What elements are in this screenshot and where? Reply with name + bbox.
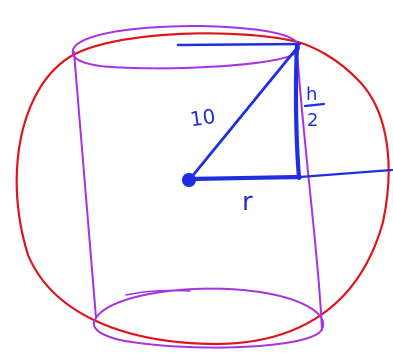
horizontal-extension-line	[298, 168, 393, 179]
half-height-line	[293, 43, 302, 181]
top-horizontal-line	[176, 42, 302, 47]
radius-line	[187, 174, 303, 182]
fraction-bar	[303, 102, 326, 108]
construction-lines	[176, 42, 393, 182]
half-height-numerator: h	[306, 84, 317, 105]
cylinder-left-side	[73, 51, 97, 319]
cylinder-right-side	[296, 49, 323, 331]
radius-label: r	[242, 187, 253, 217]
hypotenuse-label: 10	[188, 104, 217, 131]
hypotenuse-line	[188, 46, 299, 181]
cylinder-bottom-ellipse	[92, 287, 325, 349]
sphere-outline	[15, 32, 390, 346]
cylinder-bottom-inner-arc	[125, 289, 191, 296]
cylinder	[71, 25, 325, 349]
center-dot	[182, 173, 196, 187]
half-height-denominator: 2	[307, 110, 318, 131]
cylinder-top-ellipse	[71, 25, 300, 70]
